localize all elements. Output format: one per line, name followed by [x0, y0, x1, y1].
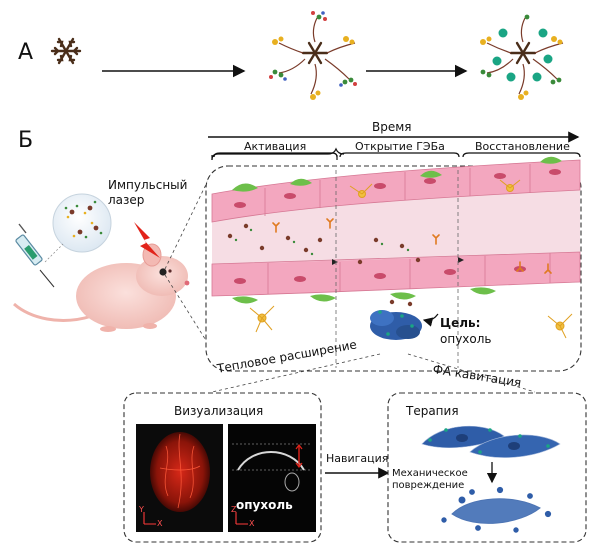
target-label: опухоль [440, 332, 492, 346]
mechanical-damage-label: Механическое повреждение [392, 468, 468, 491]
imaging-title: Визуализация [174, 404, 264, 418]
panel-a-label: А [18, 40, 34, 65]
axis-label-x2: X [249, 519, 255, 528]
target-label-bold: Цель: [440, 316, 481, 330]
imaging-tumor-label: опухоль [236, 498, 293, 512]
time-axis-label: Время [372, 120, 412, 134]
laser-bolt-icon [134, 222, 160, 258]
phase-label-recovery: Восстановление [475, 140, 570, 153]
brain-vasculature-image [150, 432, 210, 512]
therapy-panel [387, 392, 587, 543]
panel-b-label: Б [18, 128, 34, 153]
injection-bubble [44, 193, 112, 263]
phase-label-activation: Активация [244, 140, 307, 153]
therapy-title: Терапия [406, 404, 459, 418]
laser-label: Импульсный лазер [108, 178, 188, 207]
tumor-ultrasound-spot [284, 472, 300, 492]
axis-label-x1: X [157, 519, 163, 528]
axis-label-z: Z [231, 505, 237, 514]
damaged-tumor-cells [441, 486, 552, 533]
dendrimer-core-icon [50, 37, 82, 65]
loaded-dendrimer-icon [480, 14, 564, 100]
panel-a [50, 11, 564, 100]
functionalized-dendrimer-icon [269, 11, 357, 100]
imaging-panel [123, 392, 322, 543]
phase-label-bbb-opening: Открытие ГЭБа [355, 140, 445, 153]
time-axis [208, 131, 581, 161]
syringe-icon [15, 223, 55, 288]
tumor-cluster [370, 310, 422, 340]
navigation-label: Навигация [326, 452, 389, 465]
vessel-panel [205, 156, 582, 372]
laser-target-point [159, 268, 167, 276]
axis-label-y1: Y [139, 505, 144, 514]
